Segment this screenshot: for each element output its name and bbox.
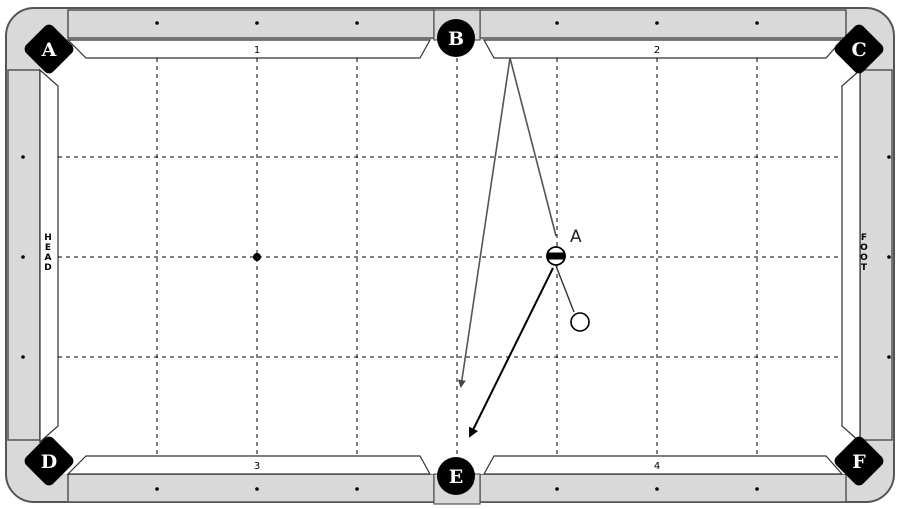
object-ball-label: A	[570, 227, 582, 247]
pocket-b: B	[433, 9, 481, 57]
rail-diamonds	[21, 21, 891, 491]
top-right-rail	[479, 9, 847, 39]
pocket-c: C	[834, 24, 884, 74]
top-left-rail	[67, 9, 435, 39]
head-label-letter: E	[45, 243, 51, 253]
cue-ball	[570, 312, 590, 332]
grid-lines	[58, 58, 842, 456]
bottom-right-cushion	[482, 455, 844, 475]
cue-direction-arrow	[469, 267, 554, 438]
shot-paths	[457, 57, 575, 438]
pocket-c-label: C	[851, 39, 866, 61]
pocket-f: F	[834, 436, 884, 486]
head-label-letter: D	[44, 263, 51, 273]
foot-label-letter: T	[861, 263, 868, 273]
foot-label-letter: O	[860, 243, 868, 253]
pocket-a: A	[24, 24, 74, 74]
rail-number-4: 4	[654, 461, 660, 472]
head-cushion	[39, 68, 59, 444]
head-label-letter: H	[44, 233, 52, 243]
connector-line	[555, 265, 575, 313]
rail-number-2: 2	[654, 45, 660, 56]
top-right-cushion	[482, 39, 844, 59]
foot-cushion	[841, 68, 861, 444]
head-label-letter: A	[45, 253, 52, 263]
bottom-right-rail	[479, 473, 847, 503]
pocket-d: D	[24, 436, 74, 486]
pocket-a-label: A	[41, 39, 57, 61]
top-left-cushion	[66, 39, 432, 59]
bank-path-down	[457, 57, 511, 388]
head-rail	[7, 69, 41, 441]
rail-number-3: 3	[254, 461, 260, 472]
foot-rail	[859, 69, 893, 441]
pocket-e-label: E	[449, 466, 463, 488]
pocket-e: E	[433, 457, 481, 505]
bottom-left-cushion	[66, 455, 432, 475]
pocket-f-label: F	[852, 451, 866, 473]
head-spot	[253, 253, 261, 261]
object-ball-path-up	[509, 57, 557, 237]
rail-number-1: 1	[254, 45, 260, 56]
pocket-b-label: B	[448, 28, 464, 50]
bottom-left-rail	[67, 473, 435, 503]
foot-label-letter: F	[861, 233, 867, 243]
pocket-d-label: D	[41, 451, 57, 473]
foot-label-letter: O	[860, 253, 868, 263]
object-ball	[546, 246, 566, 266]
